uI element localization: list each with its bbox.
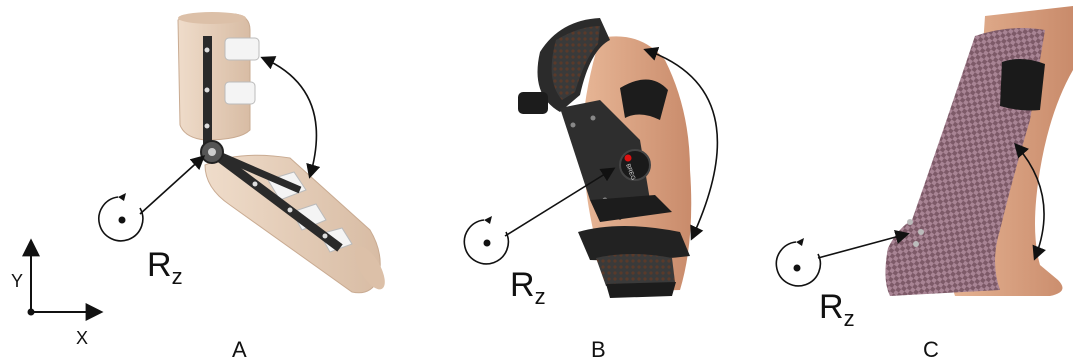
rotation-label-a-sub: z — [172, 264, 183, 289]
rotation-label-b-text: R — [510, 266, 535, 304]
knee-brace-image: BREG — [518, 18, 691, 298]
panel-label-a: A — [232, 339, 247, 361]
rotation-label-c: Rz — [819, 290, 855, 336]
y-axis-label: Y — [11, 272, 23, 290]
panel-label-b: B — [591, 339, 606, 361]
panel-c — [776, 6, 1073, 296]
panel-label-c: C — [923, 339, 939, 361]
rotation-symbol-c — [776, 238, 820, 286]
panel-b: BREG — [464, 18, 717, 298]
rotation-label-b-sub: z — [535, 284, 546, 309]
rotation-label-a: Rz — [147, 248, 183, 294]
rotation-symbol-b — [464, 216, 508, 264]
rotation-label-a-text: R — [147, 246, 172, 284]
coordinate-axes — [28, 242, 101, 316]
rotation-label-c-text: R — [819, 288, 844, 326]
x-axis-label: X — [76, 329, 88, 347]
panel-a — [99, 12, 391, 294]
pointer-line-a — [140, 157, 203, 214]
rotation-symbol-a — [99, 193, 143, 241]
ankle-foot-orthosis-image — [885, 6, 1073, 296]
elbow-orthosis-image — [178, 12, 391, 294]
rotation-label-c-sub: z — [844, 306, 855, 331]
rotation-label-b: Rz — [510, 268, 546, 314]
origin-dot — [28, 309, 35, 316]
